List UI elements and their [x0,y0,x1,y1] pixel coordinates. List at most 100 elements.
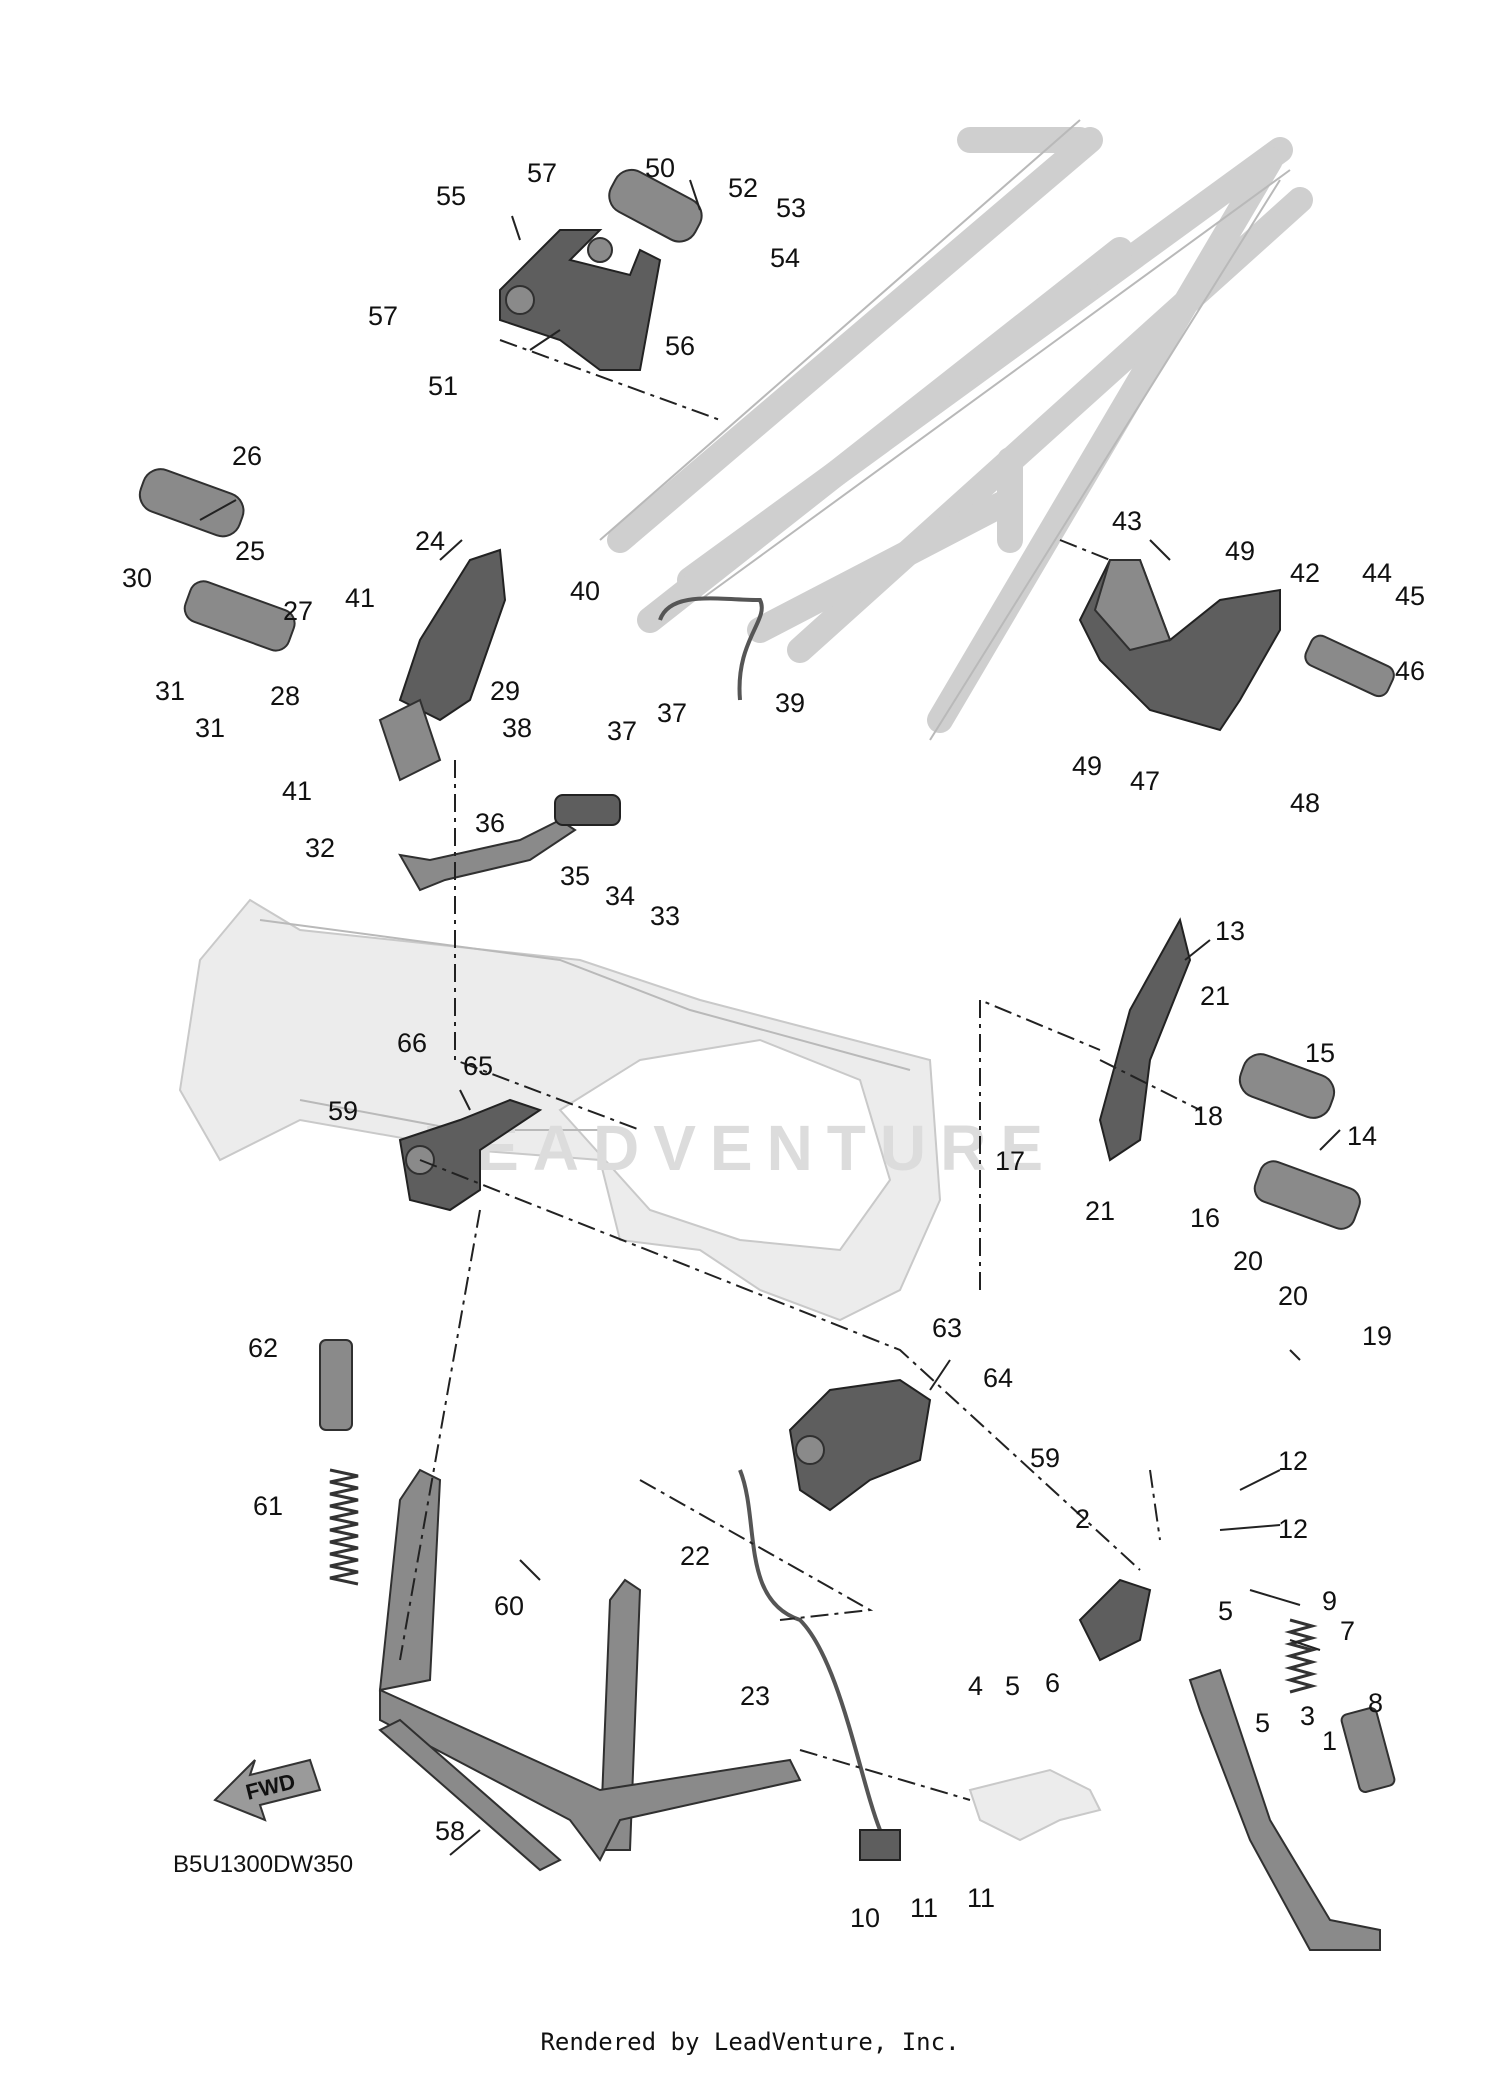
callout-15: 15 [1305,1038,1335,1068]
callout-37a: 37 [607,716,637,746]
callout-20b: 20 [1278,1281,1308,1311]
callout-26: 26 [232,441,262,471]
callout-20a: 20 [1233,1246,1263,1276]
callout-labels: 1 2 3 4 5 5 5 6 7 8 9 10 11 11 12 12 13 … [122,153,1425,1933]
callout-22: 22 [680,1541,710,1571]
callout-14: 14 [1347,1121,1377,1151]
collar [319,1339,353,1431]
callout-19: 19 [1362,1321,1392,1351]
callout-4: 4 [968,1671,983,1701]
callout-27: 27 [283,596,313,626]
callout-28: 28 [270,681,300,711]
callout-50: 50 [645,153,675,183]
ghost-rear-frame [599,119,1313,741]
main-stand-bracket-right [788,1378,932,1512]
callout-40: 40 [570,576,600,606]
callout-51: 51 [428,371,458,401]
callout-2: 2 [1075,1504,1090,1534]
rear-footrest-bracket-right [1078,559,1395,732]
callout-10: 10 [850,1903,880,1933]
callout-55: 55 [436,181,466,211]
callout-1: 1 [1322,1726,1337,1756]
callout-24: 24 [415,526,445,556]
callout-7: 7 [1340,1616,1355,1646]
callout-12a: 12 [1278,1446,1308,1476]
assembly-lines [399,339,1201,1801]
callout-60: 60 [494,1591,524,1621]
callout-62: 62 [248,1333,278,1363]
callout-5a: 5 [1005,1671,1020,1701]
side-stand-spring [1284,1618,1318,1694]
callout-47: 47 [1130,766,1160,796]
callout-56: 56 [665,331,695,361]
callout-11a: 11 [910,1893,938,1923]
callout-49b: 49 [1072,751,1102,781]
front-footrest-left [138,468,507,782]
callout-65: 65 [463,1051,493,1081]
callout-31a: 31 [155,676,185,706]
callout-34: 34 [605,881,635,911]
callout-53: 53 [776,193,806,223]
callout-30: 30 [122,563,152,593]
callout-21b: 21 [1085,1196,1115,1226]
callout-35: 35 [560,861,590,891]
watermark: LEADVENTURE [423,1112,1057,1184]
callout-33: 33 [650,901,680,931]
callout-5b: 5 [1218,1596,1233,1626]
diagram-code: B5U1300DW350 [173,1851,353,1878]
callout-31b: 31 [195,713,225,743]
ghost-main-frame [178,898,942,1322]
rear-footrest-bracket-left [499,168,703,371]
callout-61: 61 [253,1491,283,1521]
callout-17: 17 [995,1146,1025,1176]
callout-44: 44 [1362,558,1392,588]
forward-direction-arrow: FWD [213,1758,322,1822]
callout-54: 54 [770,243,800,273]
callout-9: 9 [1322,1586,1337,1616]
front-footrest-right [1098,917,1361,1230]
main-stand-spring [329,1468,359,1586]
callout-29: 29 [490,676,520,706]
callout-52: 52 [728,173,758,203]
callout-39: 39 [775,688,805,718]
callout-6: 6 [1045,1668,1060,1698]
callout-36: 36 [475,808,505,838]
callout-63: 63 [932,1313,962,1343]
callout-48: 48 [1290,788,1320,818]
ghost-lower-bracket [968,1768,1102,1842]
callout-3: 3 [1300,1701,1315,1731]
callout-18: 18 [1193,1101,1223,1131]
callout-13: 13 [1215,916,1245,946]
callout-42: 42 [1290,558,1320,588]
footer-credit: Rendered by LeadVenture, Inc. [540,2028,960,2056]
sidestand-switch [859,1829,901,1861]
callout-12b: 12 [1278,1514,1308,1544]
callout-32: 32 [305,833,335,863]
callout-5c: 5 [1255,1708,1270,1738]
callout-59a: 59 [328,1096,358,1126]
sidestand-switch-cable [738,1469,882,1831]
callout-45: 45 [1395,581,1425,611]
callout-41b: 41 [282,776,312,806]
callout-37b: 37 [657,698,687,728]
shift-pedal [398,794,621,892]
callout-21a: 21 [1200,981,1230,1011]
callout-11b: 11 [967,1883,995,1913]
callout-25: 25 [235,536,265,566]
callout-16: 16 [1190,1203,1220,1233]
callout-66: 66 [397,1028,427,1058]
main-stand [378,1468,802,1872]
callout-38: 38 [502,713,532,743]
callout-23: 23 [740,1681,770,1711]
sensor-cable [658,596,764,701]
callout-41a: 41 [345,583,375,613]
callout-58: 58 [435,1816,465,1846]
callout-64: 64 [983,1363,1013,1393]
callout-59b: 59 [1030,1443,1060,1473]
callout-57a: 57 [527,158,557,188]
callout-8: 8 [1368,1688,1383,1718]
side-stand [1078,1578,1396,1951]
callout-43: 43 [1112,506,1142,536]
callout-46: 46 [1395,656,1425,686]
